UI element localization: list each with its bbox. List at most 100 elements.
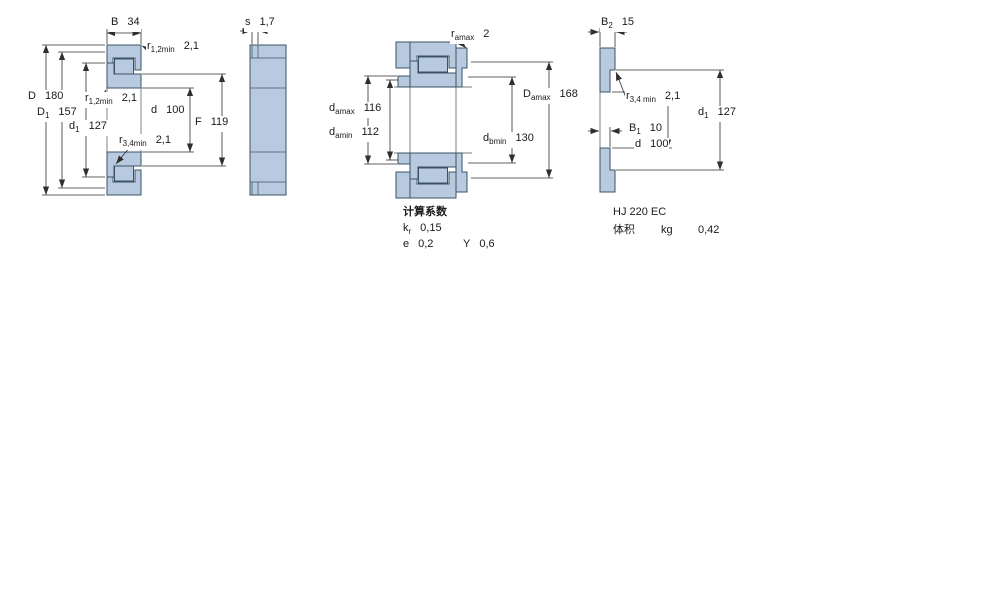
shaft-abutment-top [397, 75, 411, 88]
dim-value: 2,1 [664, 90, 681, 102]
dim-symbol: d [329, 102, 336, 114]
dim-symbol: d [329, 126, 336, 138]
dim-value: 34 [127, 16, 140, 28]
dim-value: 0,15 [420, 222, 442, 234]
width-section-view [240, 27, 287, 196]
dim-value: 180 [44, 90, 64, 102]
dim-symbol: r [451, 28, 455, 40]
dim-symbol: k [403, 222, 409, 234]
dim-label-d-hj: d 100 [634, 138, 670, 155]
dim-subscript: 3,4min [122, 139, 147, 149]
dim-value: 119 [210, 116, 229, 128]
dim-symbol: e [403, 238, 410, 250]
roller-bottom [114, 165, 134, 182]
dim-label-d1-hj: d1 127 [697, 106, 737, 123]
dim-label-r34-hj: r3,4 min 2,1 [625, 90, 682, 107]
roller-top [418, 56, 448, 73]
dim-value: 2 [483, 28, 490, 40]
dim-label-F: F 119 [194, 116, 230, 133]
dim-subscript: 2 [608, 21, 613, 31]
shaft-abutment-bottom [397, 152, 411, 165]
dim-symbol: r [626, 90, 630, 102]
dim-subscript: 1,2min [88, 97, 113, 107]
dim-symbol: r [85, 92, 89, 104]
dim-subscript: amin [335, 131, 353, 141]
dim-subscript: amax [454, 33, 475, 43]
dim-value: 157 [58, 106, 77, 118]
dim-symbol: Y [463, 238, 471, 250]
mounting-fit-view [364, 39, 553, 199]
dim-symbol: D [523, 88, 531, 100]
dim-symbol: r [119, 134, 123, 146]
dim-subscript: 1,2min [150, 45, 175, 55]
dim-value: 2,1 [155, 134, 171, 146]
dim-symbol: d [698, 106, 705, 118]
dim-subscript: 1 [44, 111, 50, 121]
front-section-view [42, 29, 226, 196]
dim-subscript: amax [530, 93, 551, 103]
dim-subscript: amax [335, 107, 355, 117]
dim-value: 130 [515, 132, 534, 144]
dim-subscript: 3,4 min [629, 95, 656, 105]
volume-value: 0,42 [697, 224, 721, 236]
dim-symbol: d [69, 120, 76, 132]
hj-section-bottom [599, 147, 616, 193]
dim-label-damin: damin 112 [328, 126, 381, 143]
housing-shoulder-bottom [395, 171, 411, 199]
dim-label-damax: damax 116 [328, 102, 383, 119]
dim-value: 10 [649, 122, 663, 134]
dim-value: 100 [650, 138, 669, 150]
volume-label: 体积 [612, 224, 636, 236]
dim-symbol: B [629, 122, 637, 134]
dim-symbol: d [483, 132, 490, 144]
dim-label-Damax: Damax 168 [522, 88, 579, 105]
dim-label-d1: d1 127 [68, 120, 108, 137]
volume-unit: kg [660, 224, 674, 236]
dim-label-B2: B2 15 [600, 16, 636, 33]
dim-subscript: 1 [636, 127, 641, 137]
dim-label-r12-bore: r1,2min 2,1 [84, 92, 138, 109]
dim-symbol: D [28, 90, 36, 102]
dim-symbol: F [195, 116, 202, 128]
dim-symbol: d [151, 104, 158, 116]
dim-subscript: bmin [489, 137, 507, 147]
dim-symbol: r [147, 40, 151, 52]
roller-bottom [418, 167, 448, 184]
calc-factors-title: 计算系数 [402, 206, 448, 218]
dim-symbol: D [37, 106, 45, 118]
dim-value: 1,7 [259, 16, 275, 28]
dim-label-r34: r3,4min 2,1 [118, 134, 172, 151]
dim-label-ramax: ramax 2 [450, 28, 491, 45]
dim-label-B1: B1 10 [628, 122, 664, 139]
housing-shoulder-top [395, 41, 411, 69]
ring-side-body [249, 44, 287, 196]
dim-symbol: B [111, 16, 119, 28]
dim-value: 127 [717, 106, 736, 118]
dim-label-dbmin: dbmin 130 [482, 132, 535, 149]
dim-symbol: s [245, 16, 251, 28]
hj-designation: HJ 220 EC [612, 206, 668, 218]
dim-subscript: 1 [75, 125, 80, 135]
dim-value: 112 [361, 126, 380, 138]
dim-label-B: B 34 [110, 16, 141, 33]
dim-symbol: B [601, 16, 609, 28]
roller-top [114, 58, 134, 75]
dim-value: 116 [363, 102, 382, 114]
dim-value: 2,1 [121, 92, 137, 104]
dim-subscript: 1 [704, 111, 709, 121]
dim-value: 15 [621, 16, 635, 28]
dim-value: 168 [559, 88, 578, 100]
dim-symbol: d [635, 138, 642, 150]
hj-ring-top [455, 47, 468, 88]
dim-value: 127 [88, 120, 107, 132]
dim-label-D1: D1 157 [36, 106, 78, 123]
dim-label-s: s 1,7 [244, 16, 276, 33]
hj-section-top [599, 47, 616, 93]
